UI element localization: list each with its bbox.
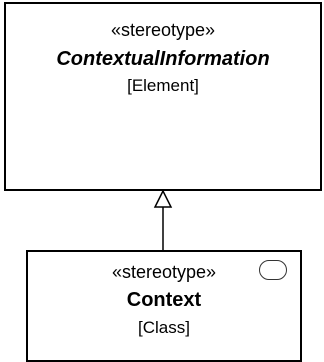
element-kind-label: [Element]	[127, 76, 199, 95]
element-stereotype-label: «stereotype»	[111, 262, 217, 282]
context-class-element[interactable]: «stereotype» Context [Class]	[26, 250, 302, 362]
element-name-label: ContextualInformation	[56, 48, 270, 70]
class-indicator-icon	[259, 260, 287, 280]
contextual-information-element[interactable]: «stereotype» ContextualInformation [Elem…	[4, 2, 322, 191]
element-stereotype-label: «stereotype»	[110, 20, 216, 40]
element-kind-label: [Class]	[138, 318, 190, 337]
generalization-arrowhead	[153, 189, 173, 208]
element-name-label: Context	[126, 289, 202, 311]
